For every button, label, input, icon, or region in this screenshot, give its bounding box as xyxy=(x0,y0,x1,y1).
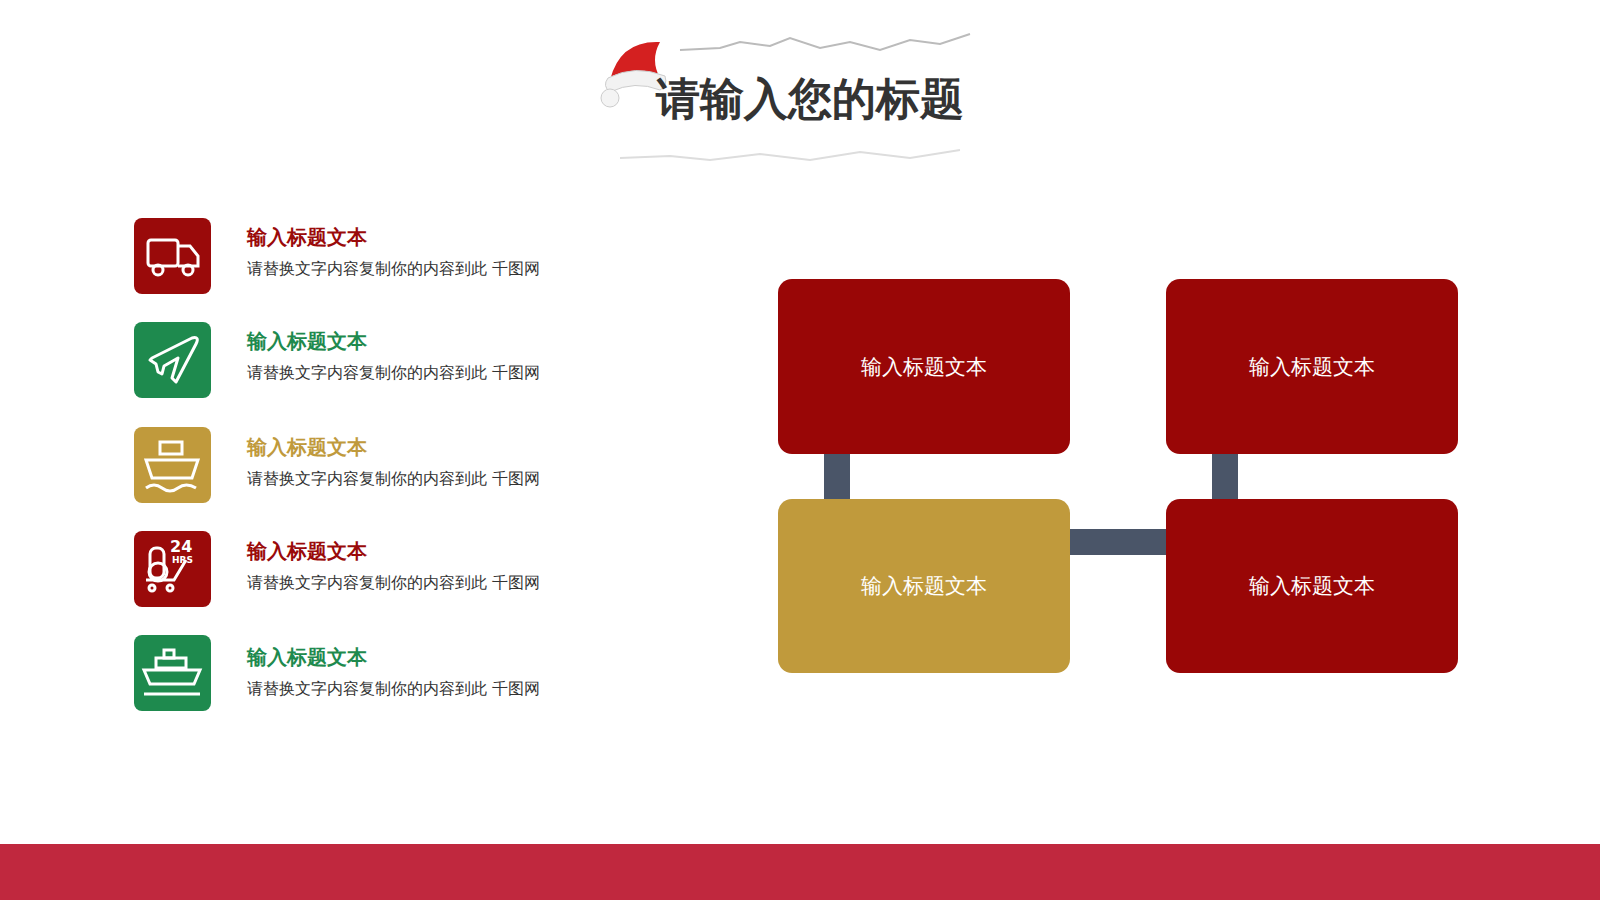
connector-bar xyxy=(1212,452,1238,501)
item-body: 请替换文字内容复制你的内容到此 千图网 xyxy=(247,260,540,278)
connector-bar xyxy=(824,452,850,501)
item-body: 请替换文字内容复制你的内容到此 千图网 xyxy=(247,680,540,698)
item-heading: 输入标题文本 xyxy=(247,330,367,352)
item-body: 请替换文字内容复制你的内容到此 千图网 xyxy=(247,574,540,592)
item-body: 请替换文字内容复制你的内容到此 千图网 xyxy=(247,470,540,488)
process-box: 输入标题文本 xyxy=(1166,499,1458,673)
item-heading: 输入标题文本 xyxy=(247,436,367,458)
item-heading: 输入标题文本 xyxy=(247,540,367,562)
icon-column xyxy=(130,210,220,730)
item-body: 请替换文字内容复制你的内容到此 千图网 xyxy=(247,364,540,382)
item-heading: 输入标题文本 xyxy=(247,226,367,248)
process-box: 输入标题文本 xyxy=(778,279,1070,454)
footer-bar xyxy=(0,844,1600,900)
connector-bar xyxy=(1068,529,1168,555)
item-heading: 输入标题文本 xyxy=(247,646,367,668)
process-box: 输入标题文本 xyxy=(1166,279,1458,454)
box-text: 输入标题文本 xyxy=(1249,572,1375,600)
icon-caption: HRS xyxy=(172,556,193,566)
page-title: 请输入您的标题 xyxy=(0,70,1600,129)
box-text: 输入标题文本 xyxy=(1249,353,1375,381)
box-text: 输入标题文本 xyxy=(861,572,987,600)
box-text: 输入标题文本 xyxy=(861,353,987,381)
process-box: 输入标题文本 xyxy=(778,499,1070,673)
icon-number: 24 xyxy=(170,538,192,556)
